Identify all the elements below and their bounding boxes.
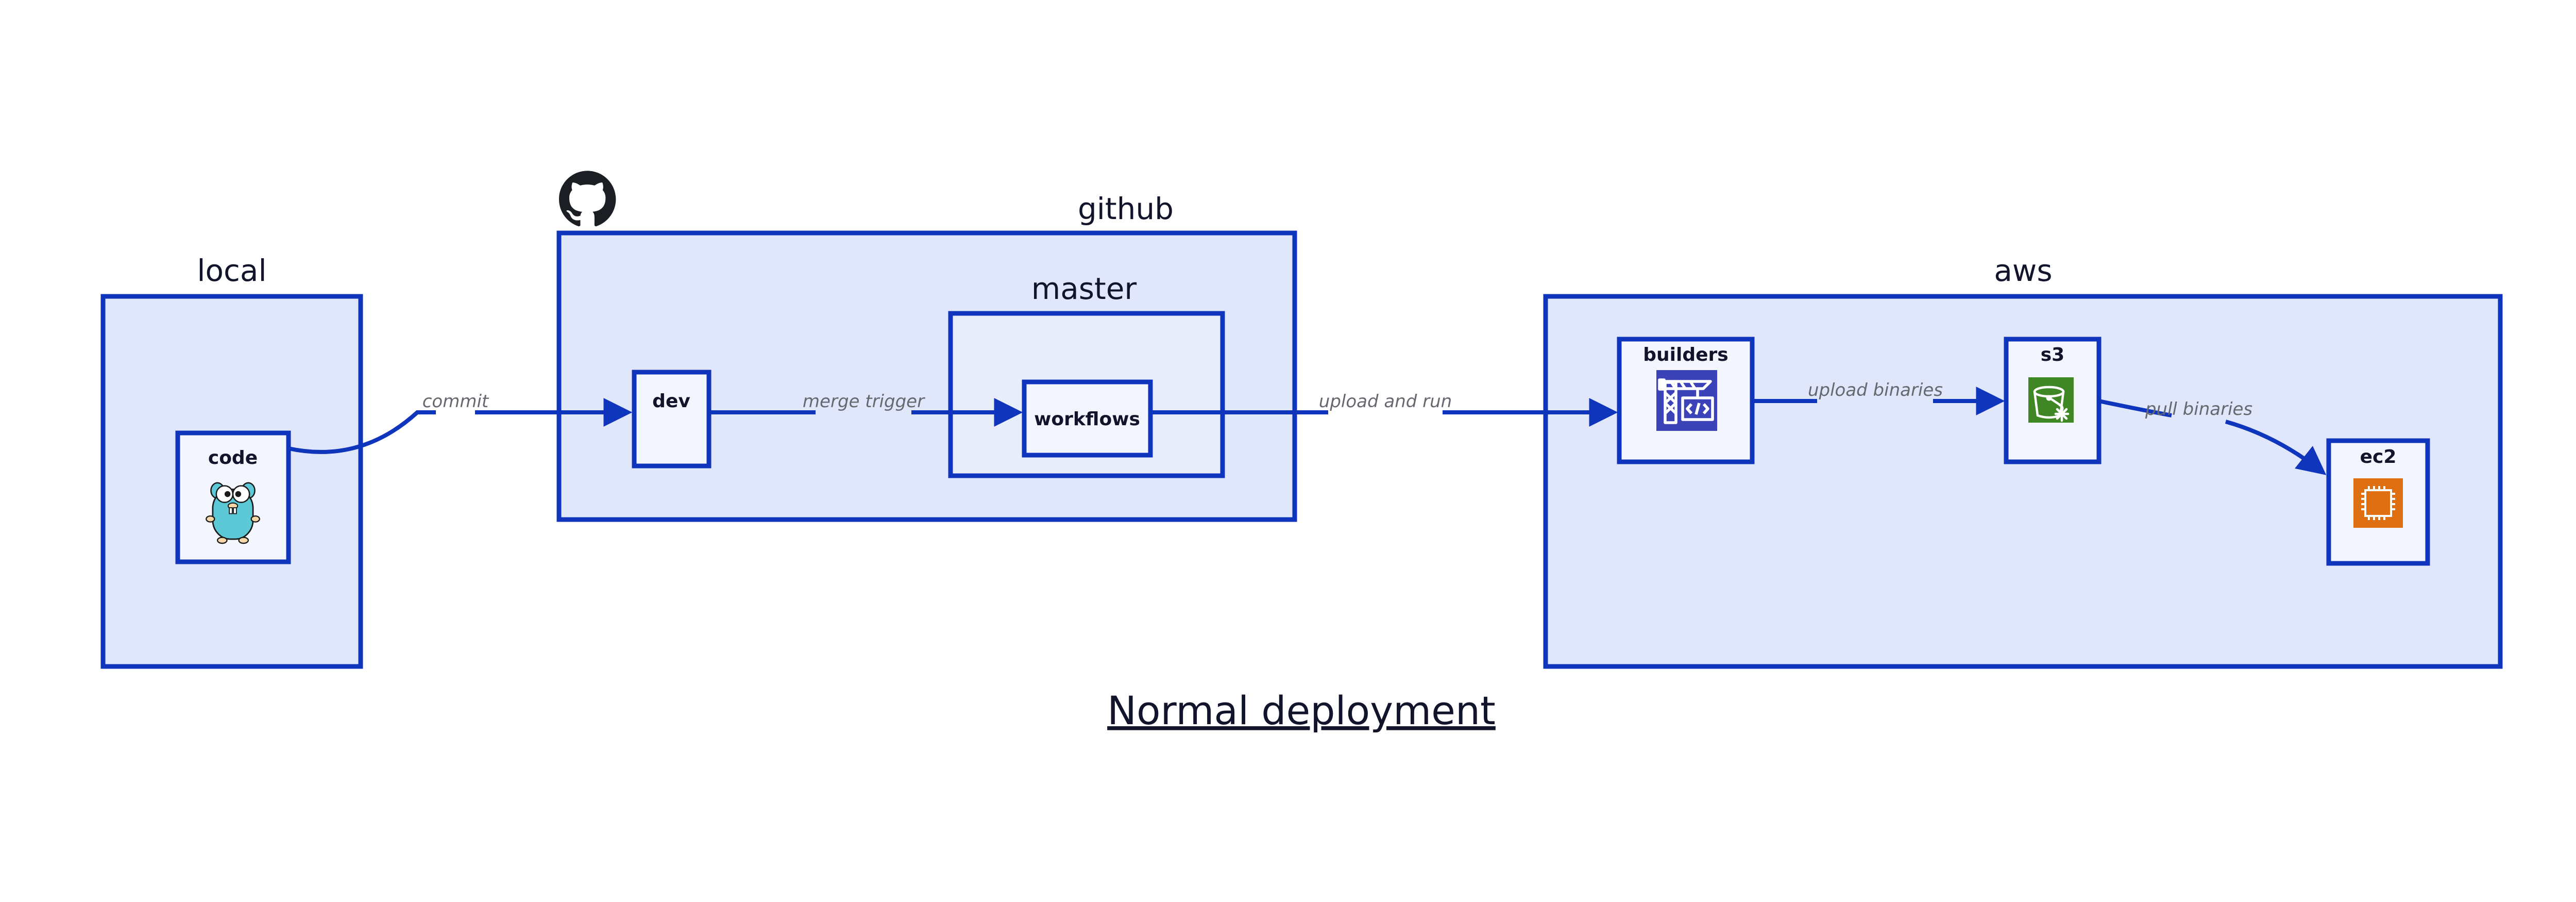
edge-builders-to-s3-label: upload binaries [1808, 380, 1943, 400]
edge-code-to-dev: commit [288, 391, 633, 454]
cluster-local-label: local [197, 253, 266, 288]
subcluster-master-label: master [1031, 271, 1137, 306]
edge-workflows-to-builders-label: upload and run [1319, 391, 1452, 412]
node-workflows-box[interactable] [1022, 379, 1153, 458]
cluster-local: local code [100, 253, 363, 669]
edge-workflows-to-builders: upload and run [1150, 391, 1618, 427]
edges-layer: commit merge trigger upload and run uplo… [288, 380, 2327, 475]
cluster-aws-label: aws [1994, 253, 2052, 288]
node-workflows-label: workflows [1034, 409, 1140, 430]
node-code[interactable]: code [175, 430, 291, 564]
aws-builders-crane-icon [1656, 370, 1717, 431]
node-ec2[interactable]: ec2 [2326, 438, 2430, 566]
node-builders[interactable]: builders [1617, 337, 1755, 464]
subcluster-master: master workflows [948, 271, 1225, 478]
node-s3-label: s3 [2041, 344, 2064, 365]
aws-ec2-chip-icon [2353, 478, 2403, 528]
edge-dev-to-workflows-label: merge trigger [803, 391, 925, 412]
edge-code-to-dev-label: commit [422, 391, 489, 412]
cluster-aws: aws builders [1543, 253, 2503, 669]
node-ec2-label: ec2 [2360, 446, 2397, 467]
node-dev-box[interactable] [632, 370, 711, 469]
edge-builders-to-s3: upload binaries [1752, 380, 2005, 415]
edge-s3-to-ec2: pull binaries [2098, 399, 2327, 475]
node-workflows[interactable]: workflows [1022, 379, 1153, 458]
golang-gopher-icon [206, 482, 260, 544]
node-code-label: code [208, 447, 258, 469]
node-s3[interactable]: s3 [2004, 337, 2102, 464]
node-builders-label: builders [1643, 344, 1728, 365]
diagram-caption: Normal deployment [1107, 688, 1496, 733]
github-logo-icon [559, 171, 616, 227]
aws-s3-bucket-icon [2028, 377, 2074, 423]
node-dev[interactable]: dev [632, 370, 711, 469]
node-dev-label: dev [652, 391, 690, 412]
edge-s3-to-ec2-label: pull binaries [2145, 399, 2252, 420]
cluster-github-label: github [1078, 191, 1174, 226]
cluster-github: github dev master workflows [556, 171, 1297, 522]
edge-dev-to-workflows: merge trigger [709, 391, 1023, 427]
